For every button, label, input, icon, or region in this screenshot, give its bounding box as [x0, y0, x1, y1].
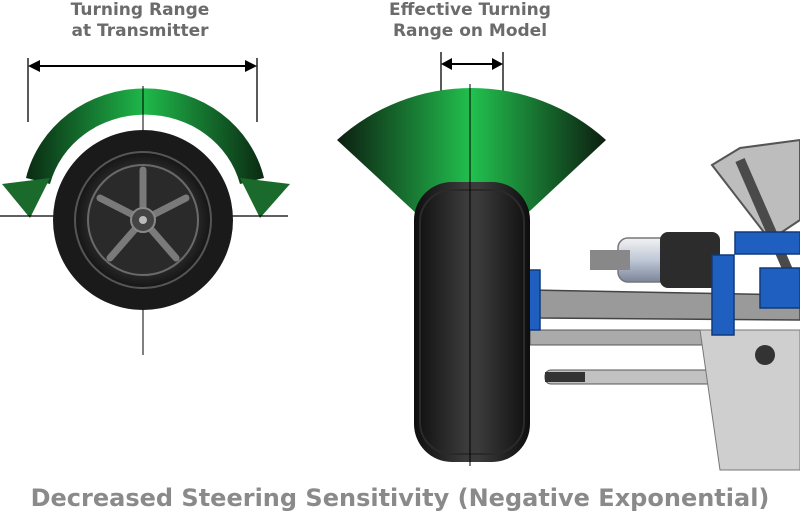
- right-range-arrowhead-right: [492, 58, 503, 70]
- transmitter-arc: [26, 88, 264, 184]
- front-wheel: [414, 182, 530, 462]
- model-range-fan: [337, 88, 606, 265]
- side-wheel: [53, 130, 233, 310]
- transmitter-range-label-line1: Turning Range: [70, 0, 210, 20]
- left-range-arrowhead-right: [245, 60, 257, 72]
- chassis: [525, 138, 800, 471]
- transmitter-arc-arrowhead-left: [2, 178, 50, 218]
- model-range-label-line1: Effective Turning: [389, 0, 551, 20]
- model-range-label: Effective Turning Range on Model: [360, 0, 580, 42]
- transmitter-arc-arrowhead-right: [240, 178, 290, 218]
- diagram-caption: Decreased Steering Sensitivity (Negative…: [30, 484, 770, 512]
- left-range-arrowhead-left: [28, 60, 40, 72]
- transmitter-range-group: [0, 58, 290, 355]
- model-range-label-line2: Range on Model: [392, 21, 548, 41]
- model-range-group: [337, 52, 800, 471]
- right-range-arrowhead-left: [441, 58, 452, 70]
- transmitter-range-label-line2: at Transmitter: [71, 21, 209, 41]
- transmitter-range-label: Turning Range at Transmitter: [40, 0, 240, 42]
